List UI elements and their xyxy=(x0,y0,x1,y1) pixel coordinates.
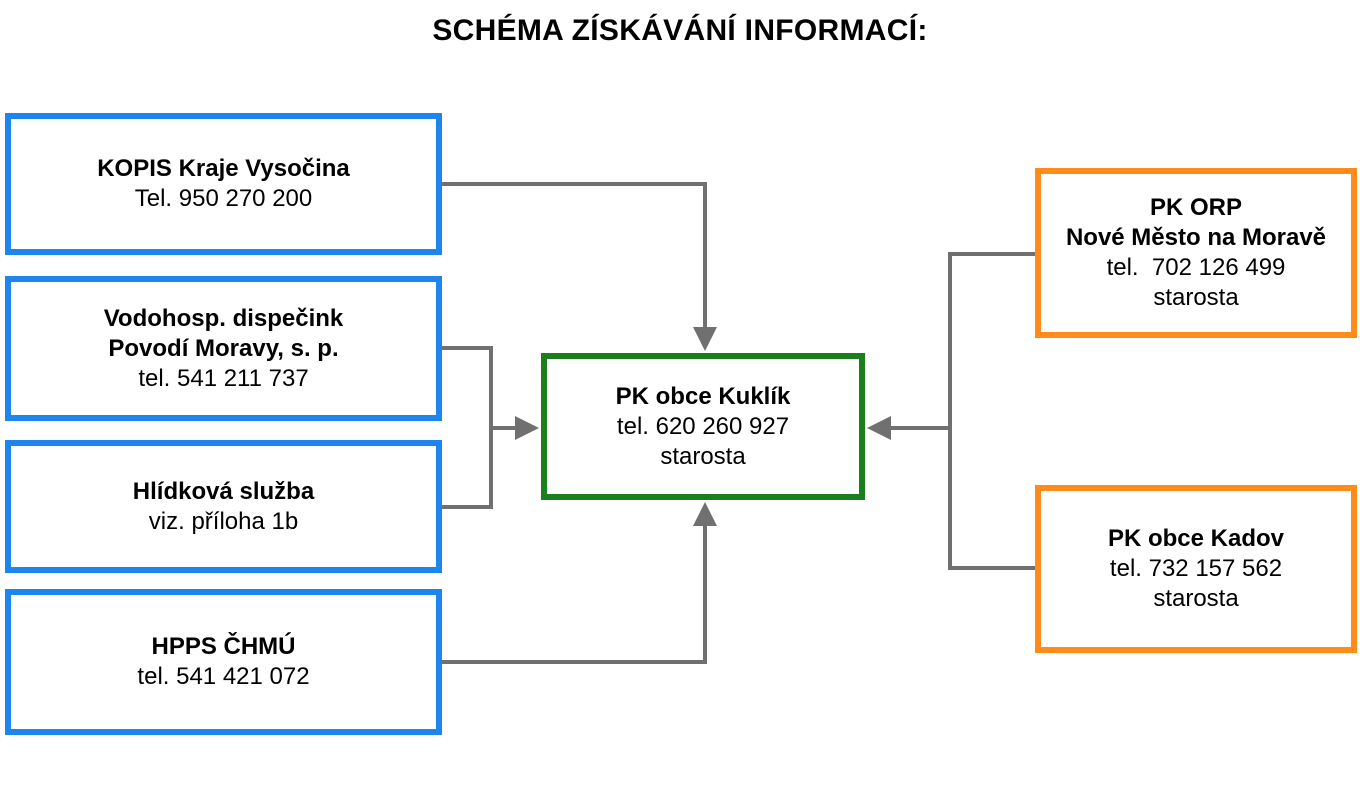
node-pk-kadov-phone: tel. 732 157 562 xyxy=(1109,555,1283,582)
node-kopis-phone: Tel. 950 270 200 xyxy=(134,185,313,212)
node-vodohosp-name: Vodohosp. dispečink xyxy=(103,304,344,332)
node-hpps-phone: tel. 541 421 072 xyxy=(137,663,310,690)
node-pk-orp: PK ORP Nové Město na Moravě tel. 702 126… xyxy=(1035,168,1357,338)
node-hpps: HPPS ČHMÚ tel. 541 421 072 xyxy=(5,589,442,735)
diagram-title: SCHÉMA ZÍSKÁVÁNÍ INFORMACÍ: xyxy=(432,14,928,47)
node-hlidkova-sluzba-name: Hlídková služba xyxy=(132,477,315,505)
node-pk-kuklik: PK obce Kuklík tel. 620 260 927 starosta xyxy=(541,353,865,500)
node-vodohosp-org: Povodí Moravy, s. p. xyxy=(108,334,339,362)
node-kopis-name: KOPIS Kraje Vysočina xyxy=(97,155,350,182)
connector-orp xyxy=(948,252,1035,570)
node-pk-kuklik-name: PK obce Kuklík xyxy=(615,382,791,410)
node-pk-kuklik-phone: tel. 620 260 927 xyxy=(616,412,790,440)
node-hlidkova-sluzba-note: viz. příloha 1b xyxy=(148,507,299,535)
node-hpps-name: HPPS ČHMÚ xyxy=(151,633,296,660)
node-pk-orp-role: starosta xyxy=(1153,284,1239,311)
node-kopis: KOPIS Kraje Vysočina Tel. 950 270 200 xyxy=(5,113,442,255)
node-vodohosp-phone: tel. 541 211 737 xyxy=(138,364,309,392)
node-pk-kadov-name: PK obce Kadov xyxy=(1107,525,1285,552)
node-pk-kadov-role: starosta xyxy=(1153,585,1239,612)
node-vodohosp: Vodohosp. dispečink Povodí Moravy, s. p.… xyxy=(5,276,442,421)
node-pk-orp-name: PK ORP xyxy=(1149,194,1242,221)
node-hlidkova-sluzba: Hlídková služba viz. příloha 1b xyxy=(5,440,442,573)
node-pk-kadov: PK obce Kadov tel. 732 157 562 starosta xyxy=(1035,485,1357,653)
node-pk-kuklik-role: starosta xyxy=(660,442,746,470)
connector-hpps-to-center xyxy=(442,502,717,664)
connector-kopis-to-center xyxy=(442,182,717,351)
node-pk-orp-city: Nové Město na Moravě xyxy=(1065,224,1327,251)
connector-vodo xyxy=(442,346,493,509)
node-pk-orp-phone: tel. 702 126 499 xyxy=(1106,254,1286,281)
